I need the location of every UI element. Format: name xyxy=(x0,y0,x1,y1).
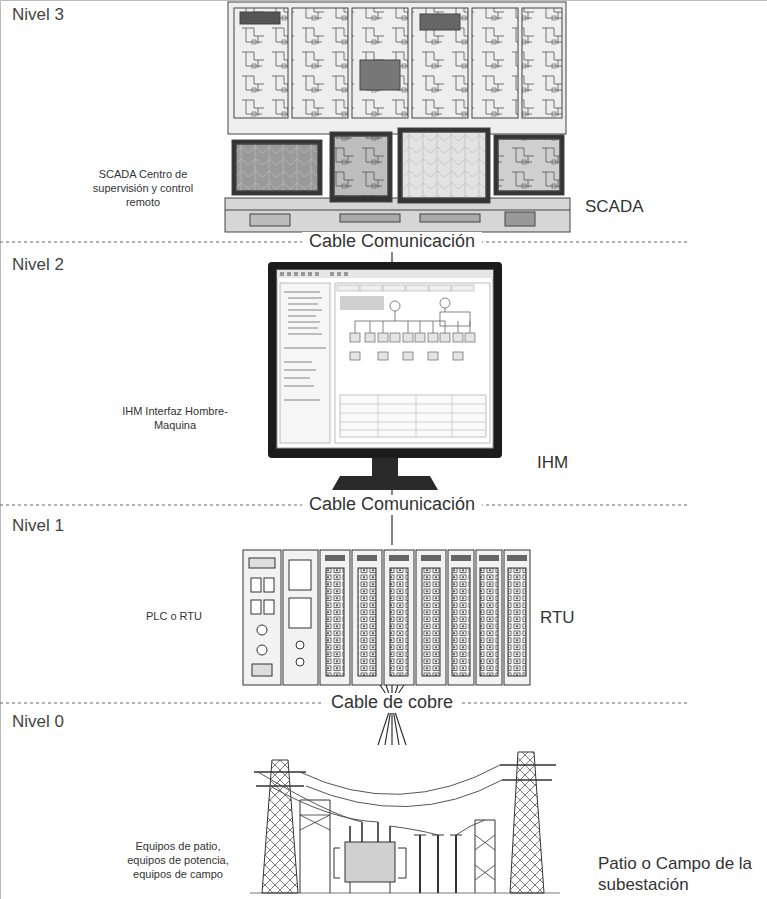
level-node: SCADA Centro de supervisión y control re… xyxy=(80,2,690,232)
monitor-picture xyxy=(268,262,502,490)
level-label: Nivel 3 xyxy=(12,5,64,25)
level-name: SCADA xyxy=(585,196,685,217)
level-node: IHM Interfaz Hombre-MaquinaIHM xyxy=(100,262,600,490)
level-node: PLC o RTU RTU xyxy=(120,545,600,685)
cable-label: Cable Comunicación xyxy=(302,232,482,252)
level-label: Nivel 0 xyxy=(12,712,64,732)
substation-picture xyxy=(250,752,560,893)
level-label: Nivel 2 xyxy=(12,255,64,275)
cable-label: Cable de cobre xyxy=(324,693,460,713)
level-name: IHM xyxy=(537,452,597,473)
level-name: Patio o Campo de la subestación xyxy=(598,853,763,896)
rtu-picture xyxy=(243,550,530,685)
level-description: IHM Interfaz Hombre-Maquina xyxy=(120,405,230,433)
level-description: SCADA Centro de supervisión y control re… xyxy=(88,168,198,209)
control-room-picture xyxy=(225,2,570,232)
cable-label: Cable Comunicación xyxy=(302,495,482,515)
level-label: Nivel 1 xyxy=(12,516,64,536)
level-separators xyxy=(0,242,690,703)
level-name: RTU xyxy=(540,607,600,628)
level-node: Equipos de patio, equipos de potencia, e… xyxy=(110,745,765,898)
level-description: Equipos de patio, equipos de potencia, e… xyxy=(116,840,240,881)
level-description: PLC o RTU xyxy=(138,610,210,624)
